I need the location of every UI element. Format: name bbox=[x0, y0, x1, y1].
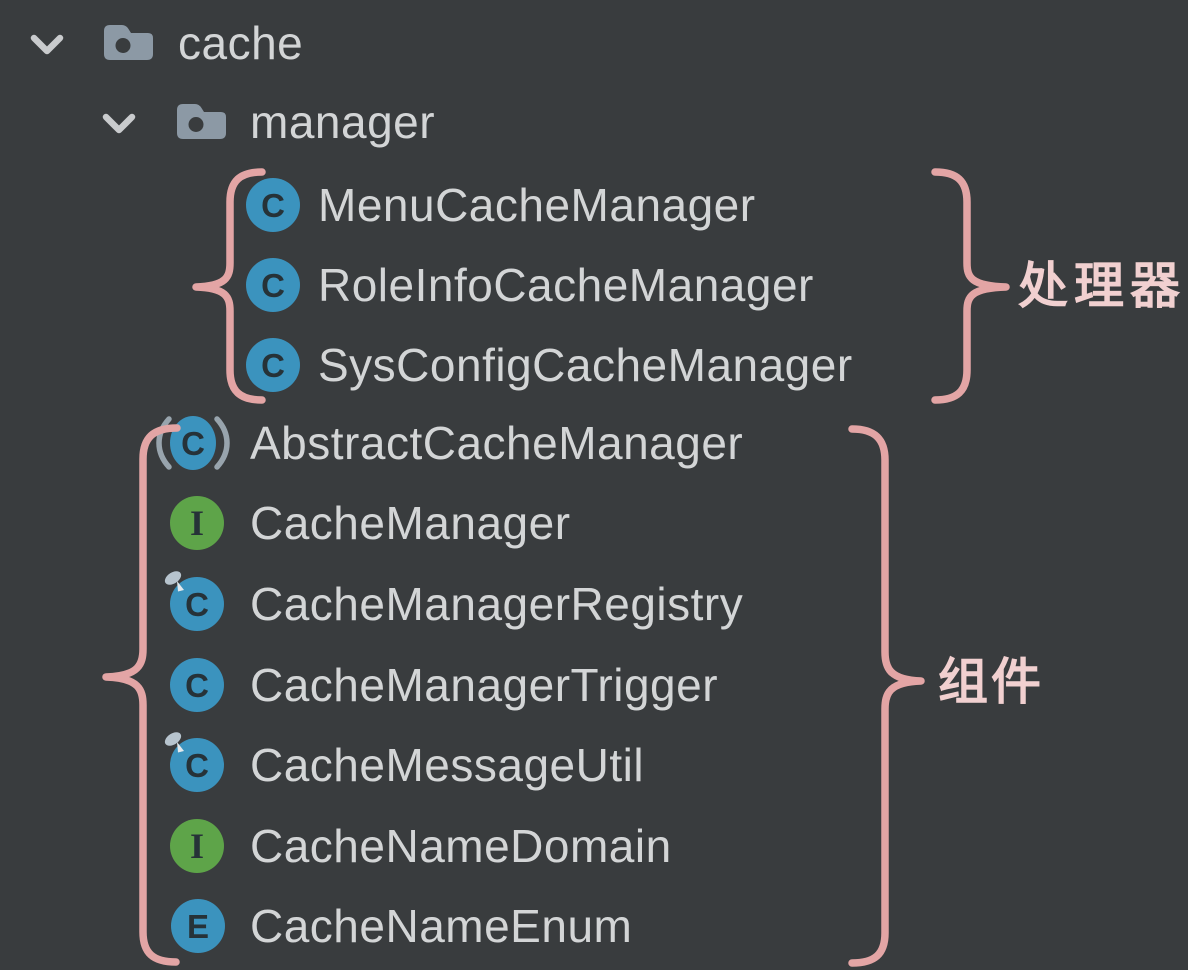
annotation-label-handlers: 处理器 bbox=[1018, 258, 1186, 314]
class-icon-letter: C bbox=[261, 186, 285, 224]
tree-row-cache-message-util[interactable]: C CacheMessageUtil bbox=[0, 732, 1188, 792]
annotation-label-components: 组件 bbox=[938, 654, 1044, 710]
tree-row-sys-config-cache-manager[interactable]: C SysConfigCacheManager bbox=[0, 338, 1188, 392]
class-icon-letter: C bbox=[261, 346, 285, 384]
tree-row-cache-name-domain[interactable]: I CacheNameDomain bbox=[0, 819, 1188, 873]
brace-handlers-left bbox=[192, 168, 266, 404]
class-label: CacheNameEnum bbox=[250, 900, 633, 952]
tree-row-cache-manager-trigger[interactable]: C CacheManagerTrigger bbox=[0, 658, 1188, 712]
folder-icon bbox=[104, 25, 153, 60]
interface-icon: I bbox=[170, 819, 224, 873]
class-icon: C bbox=[246, 338, 300, 392]
class-icon: C bbox=[170, 658, 224, 712]
pin-icon bbox=[164, 732, 184, 753]
class-label: CacheManagerTrigger bbox=[250, 659, 719, 711]
pin-icon bbox=[164, 571, 184, 592]
folder-icon bbox=[177, 104, 226, 139]
brace-components-right bbox=[848, 425, 925, 967]
class-icon-letter: C bbox=[185, 666, 209, 704]
brace-components-left bbox=[102, 424, 181, 966]
tree-row-cache[interactable]: cache bbox=[0, 16, 1188, 70]
interface-icon-letter: I bbox=[189, 503, 204, 543]
pinned-class-icon: C bbox=[164, 571, 224, 631]
enum-icon: E bbox=[171, 899, 225, 953]
tree-row-role-info-cache-manager[interactable]: C RoleInfoCacheManager bbox=[0, 258, 1188, 312]
interface-icon: I bbox=[170, 496, 224, 550]
class-icon: C bbox=[246, 258, 300, 312]
interface-icon-letter: I bbox=[189, 826, 204, 866]
class-label: CacheManagerRegistry bbox=[250, 578, 744, 630]
tree-row-cache-name-enum[interactable]: E CacheNameEnum bbox=[0, 899, 1188, 953]
enum-icon-letter: E bbox=[186, 907, 209, 945]
class-icon-letter: C bbox=[185, 746, 209, 784]
tree-row-cache-manager[interactable]: I CacheManager bbox=[0, 496, 1188, 550]
brace-handlers-right bbox=[931, 168, 1010, 404]
folder-label: manager bbox=[250, 96, 436, 148]
class-icon: C bbox=[246, 178, 300, 232]
tree-row-manager[interactable]: manager bbox=[0, 95, 1188, 149]
class-label: MenuCacheManager bbox=[318, 179, 756, 231]
class-label: SysConfigCacheManager bbox=[318, 339, 853, 391]
chevron-down-icon[interactable] bbox=[28, 32, 66, 60]
class-icon-letter: C bbox=[185, 585, 209, 623]
chevron-down-icon[interactable] bbox=[100, 111, 138, 139]
class-icon-letter: C bbox=[261, 266, 285, 304]
tree-row-cache-manager-registry[interactable]: C CacheManagerRegistry bbox=[0, 571, 1188, 631]
class-label: CacheMessageUtil bbox=[250, 739, 645, 791]
class-label: CacheNameDomain bbox=[250, 820, 672, 872]
class-label: CacheManager bbox=[250, 497, 571, 549]
pinned-class-icon: C bbox=[164, 732, 224, 792]
folder-label: cache bbox=[178, 17, 304, 69]
class-label: RoleInfoCacheManager bbox=[318, 259, 814, 311]
class-icon-letter: C bbox=[181, 424, 205, 462]
tree-row-menu-cache-manager[interactable]: C MenuCacheManager bbox=[0, 178, 1188, 232]
class-label: AbstractCacheManager bbox=[250, 417, 744, 469]
